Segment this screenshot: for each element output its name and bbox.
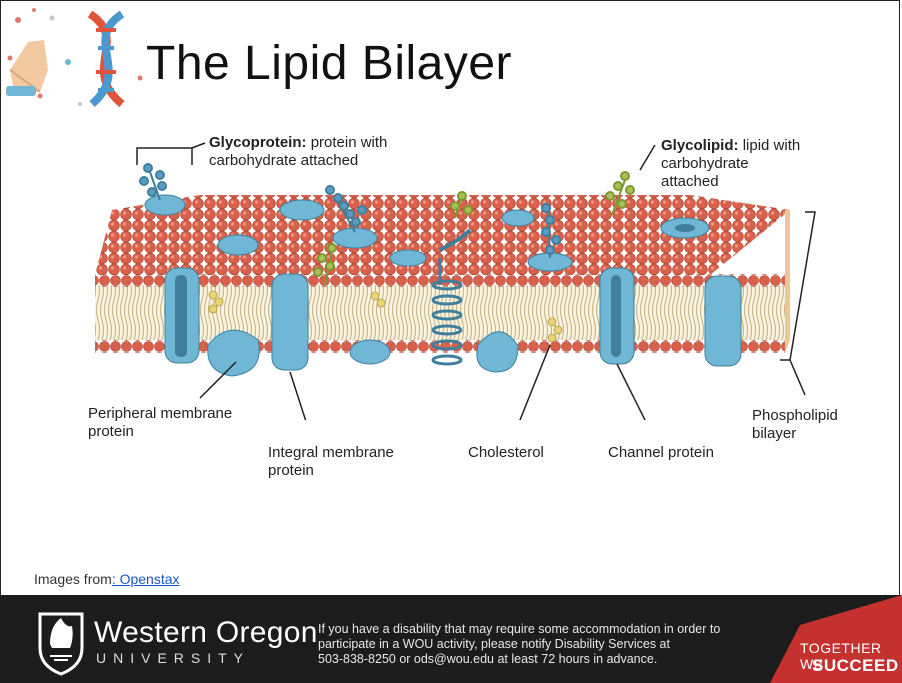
glycoprotein-bracket: [137, 148, 192, 165]
image-credit: Images from: Openstax: [34, 571, 180, 587]
openstax-link[interactable]: : Openstax: [112, 571, 180, 587]
disability-notice: If you have a disability that may requir…: [318, 622, 758, 667]
label-cholesterol: Cholesterol: [468, 444, 544, 462]
wou-seal-icon: [36, 604, 86, 676]
label-peripheral-protein: Peripheral membrane protein: [88, 405, 232, 441]
label-glycolipid: Glycolipid: lipid with carbohydrate atta…: [661, 137, 800, 191]
university-name: Western Oregon: [94, 616, 318, 650]
channel-protein-3: [705, 276, 741, 366]
label-channel-protein: Channel protein: [608, 444, 714, 462]
label-phospholipid-bilayer: Phospholipid bilayer: [752, 407, 838, 443]
university-subtitle: UNIVERSITY: [96, 650, 250, 666]
integral-protein: [272, 274, 308, 370]
peripheral-protein: [208, 330, 260, 376]
slogan-line-2: SUCCEED: [812, 656, 899, 676]
label-integral-protein: Integral membrane protein: [268, 444, 394, 480]
dna-icon: [0, 0, 145, 115]
label-glycoprotein: Glycoprotein: protein with carbohydrate …: [209, 134, 387, 170]
page-title: The Lipid Bilayer: [146, 36, 512, 91]
